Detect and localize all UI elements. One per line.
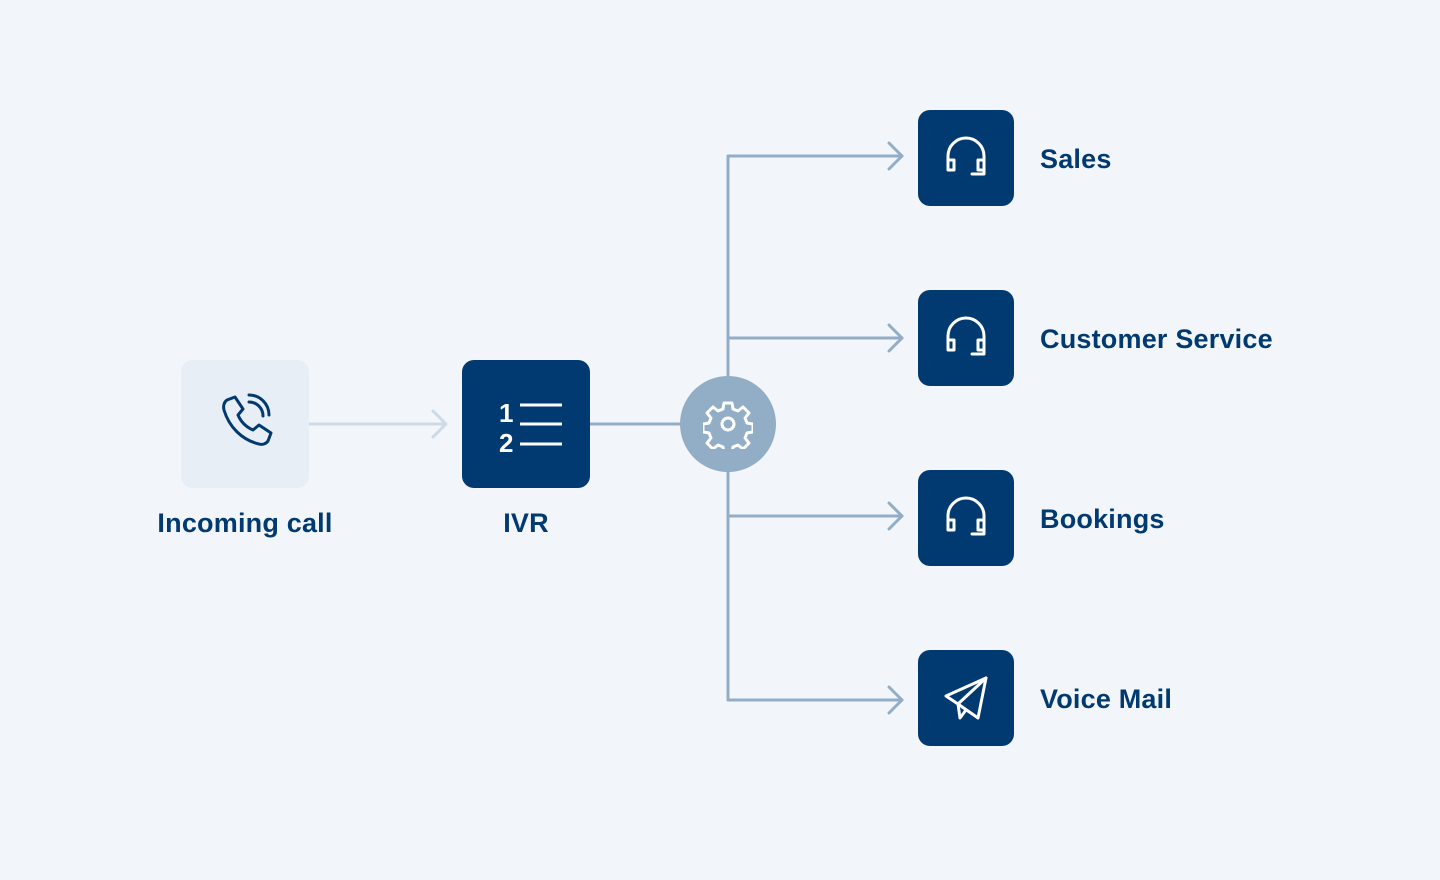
bookings-label: Bookings bbox=[1040, 504, 1165, 534]
sales-label: Sales bbox=[1040, 144, 1112, 174]
incoming-call-node[interactable] bbox=[181, 360, 309, 488]
customer-service-label: Customer Service bbox=[1040, 324, 1273, 354]
phone-ringing-icon bbox=[222, 393, 273, 446]
svg-text:2: 2 bbox=[499, 428, 513, 456]
headset-icon bbox=[946, 136, 986, 176]
arrowhead-customer-service bbox=[887, 323, 904, 353]
ivr-node[interactable]: 1 2 bbox=[462, 360, 590, 488]
arrowhead-sales bbox=[887, 141, 904, 171]
incoming-call-label: Incoming call bbox=[157, 508, 333, 538]
connector-trunk-up bbox=[726, 154, 904, 382]
ivr-label: IVR bbox=[503, 508, 549, 538]
voice-mail-node[interactable] bbox=[918, 650, 1014, 746]
customer-service-node[interactable] bbox=[918, 290, 1014, 386]
connector-trunk-down bbox=[726, 468, 904, 702]
router-hub[interactable] bbox=[680, 376, 776, 472]
voice-mail-label: Voice Mail bbox=[1040, 684, 1173, 714]
bookings-node[interactable] bbox=[918, 470, 1014, 566]
headset-icon bbox=[946, 496, 986, 536]
headset-icon bbox=[946, 316, 986, 356]
numbered-list-icon: 1 2 bbox=[499, 398, 562, 456]
svg-text:1: 1 bbox=[499, 398, 513, 428]
gear-icon bbox=[703, 401, 753, 449]
paper-plane-icon bbox=[944, 676, 988, 720]
arrowhead-voice-mail bbox=[887, 685, 904, 715]
sales-node[interactable] bbox=[918, 110, 1014, 206]
arrow-source-to-ivr bbox=[307, 409, 448, 439]
arrowhead-bookings bbox=[887, 501, 904, 531]
